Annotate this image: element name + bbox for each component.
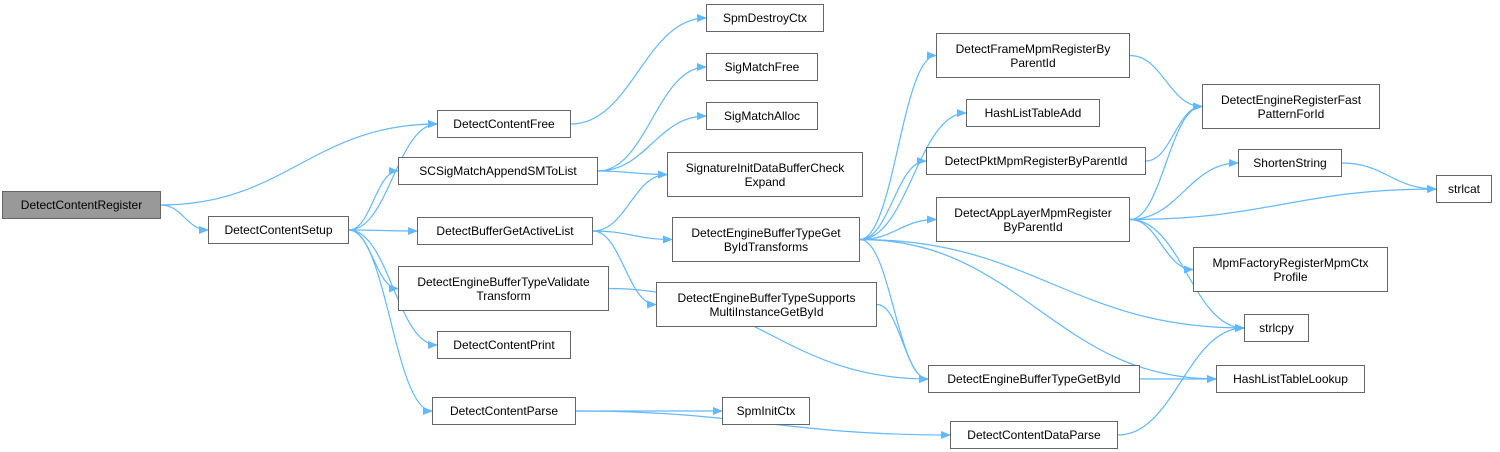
node-spm-destroy-ctx[interactable]: SpmDestroyCtx (706, 4, 824, 32)
edge-detect-content-register-to-detect-content-free (160, 120, 438, 206)
node-detect-pkt-mpm-register-by-parent-id[interactable]: DetectPktMpmRegisterByParentId (926, 147, 1146, 175)
node-label: MpmFactoryRegisterMpmCtx (1212, 255, 1369, 270)
node-label: DetectContentSetup (224, 223, 333, 237)
edge-detect-content-setup-to-detect-content-free (348, 120, 438, 231)
node-shorten-string[interactable]: ShortenString (1238, 149, 1342, 177)
node-label: HashListTableLookup (1233, 372, 1348, 386)
node-label: DetectAppLayerMpmRegister (954, 205, 1112, 220)
edge-detect-content-setup-to-detect-buffer-get-active-list (348, 226, 418, 235)
edge-detect-engine-buffer-type-get-by-id-transforms-to-strlcpy (859, 238, 1245, 332)
edge-detect-frame-mpm-register-by-parent-id-to-detect-engine-register-fast-pattern-for-id (1129, 54, 1203, 111)
edge-detect-engine-buffer-type-get-by-id-transforms-to-hash-list-table-lookup (859, 238, 1217, 383)
node-detect-content-setup[interactable]: DetectContentSetup (208, 216, 349, 244)
node-label: SCSigMatchAppendSMToList (419, 164, 577, 178)
node-label: DetectEngineBufferTypeGetById (947, 372, 1121, 386)
edge-detect-engine-buffer-type-supports-multi-instance-get-by-id-to-detect-engine-buffer-type-get-by-id (876, 303, 929, 383)
node-detect-content-free[interactable]: DetectContentFree (437, 110, 571, 138)
node-sig-match-free[interactable]: SigMatchFree (706, 53, 818, 81)
edge-detect-buffer-get-active-list-to-detect-engine-buffer-type-supports-multi-instance-get-by-id (592, 230, 657, 309)
node-label: DetectContentPrint (453, 338, 555, 352)
node-label: SigMatchAlloc (723, 109, 801, 123)
edge-detect-content-setup-to-sc-sig-match-append-sm-to-list (348, 167, 399, 231)
node-label: DetectContentRegister (20, 198, 143, 212)
node-label: ParentId (1010, 55, 1056, 70)
node-label: HashListTableAdd (984, 106, 1082, 120)
edge-detect-app-layer-mpm-register-by-parent-id-to-mpm-factory-register-mpm-ctx-profile (1129, 218, 1194, 274)
edge-detect-app-layer-mpm-register-by-parent-id-to-shorten-string (1129, 159, 1239, 221)
edge-detect-buffer-get-active-list-to-signature-init-data-buffer-check-expand (592, 170, 668, 232)
node-label: strlcat (1447, 182, 1480, 196)
node-label: SpmInitCtx (736, 404, 796, 418)
edge-detect-content-free-to-spm-destroy-ctx (570, 14, 707, 125)
node-label: DetectPktMpmRegisterByParentId (944, 154, 1128, 168)
node-detect-content-parse[interactable]: DetectContentParse (432, 397, 576, 425)
node-label: DetectFrameMpmRegisterBy (955, 41, 1111, 56)
node-label: Expand (744, 174, 786, 189)
node-hash-list-table-add[interactable]: HashListTableAdd (966, 99, 1100, 127)
node-label: strlcpy (1259, 321, 1294, 335)
edge-shorten-string-to-strlcat (1341, 162, 1437, 193)
node-label: PatternForId (1257, 106, 1325, 121)
edge-detect-app-layer-mpm-register-by-parent-id-to-detect-engine-register-fast-pattern-for-id (1129, 102, 1203, 221)
edge-detect-buffer-get-active-list-to-detect-engine-buffer-type-get-by-id-transforms (592, 230, 673, 244)
node-label: SignatureInitDataBufferCheck (685, 160, 845, 175)
node-label: ShortenString (1253, 156, 1327, 170)
edge-detect-engine-buffer-type-get-by-id-transforms-to-detect-pkt-mpm-register-by-parent-id (859, 157, 927, 241)
node-label: Profile (1273, 269, 1308, 284)
node-strlcat[interactable]: strlcat (1436, 175, 1492, 203)
edge-sc-sig-match-append-sm-to-list-to-signature-init-data-buffer-check-expand (597, 170, 668, 179)
edge-detect-content-register-to-detect-content-setup (160, 204, 209, 234)
edge-detect-engine-buffer-type-get-by-id-transforms-to-hash-list-table-add (859, 109, 967, 241)
edge-detect-engine-buffer-type-get-by-id-transforms-to-detect-frame-mpm-register-by-parent-id (859, 51, 937, 241)
node-label: SpmDestroyCtx (722, 11, 808, 25)
node-label: Transform (476, 288, 531, 303)
node-strlcpy[interactable]: strlcpy (1244, 314, 1309, 342)
node-label: DetectContentDataParse (967, 428, 1101, 442)
edge-detect-pkt-mpm-register-by-parent-id-to-detect-engine-register-fast-pattern-for-id (1145, 102, 1203, 162)
edge-detect-content-data-parse-to-strlcpy (1117, 324, 1245, 436)
edge-detect-content-setup-to-detect-engine-buffer-type-validate-transform (348, 229, 399, 293)
edge-detect-content-setup-to-detect-content-print (348, 229, 438, 349)
node-detect-content-print[interactable]: DetectContentPrint (437, 331, 571, 359)
edge-detect-app-layer-mpm-register-by-parent-id-to-strlcat (1129, 185, 1437, 221)
node-label: SigMatchFree (724, 60, 800, 74)
node-label: DetectEngineBufferTypeSupports (677, 290, 856, 305)
node-label: DetectContentParse (449, 404, 559, 418)
edge-sc-sig-match-append-sm-to-list-to-sig-match-free (597, 63, 707, 172)
edge-detect-app-layer-mpm-register-by-parent-id-to-strlcpy (1129, 218, 1245, 332)
node-label: DetectContentFree (453, 117, 555, 131)
edge-detect-content-setup-to-detect-content-parse (348, 229, 433, 415)
node-label: ByIdTransforms (723, 239, 809, 254)
node-sc-sig-match-append-sm-to-list[interactable]: SCSigMatchAppendSMToList (398, 157, 598, 185)
node-detect-engine-buffer-type-get-by-id[interactable]: DetectEngineBufferTypeGetById (928, 365, 1140, 393)
node-label: DetectEngineRegisterFast (1220, 92, 1362, 107)
node-spm-init-ctx[interactable]: SpmInitCtx (722, 397, 810, 425)
node-label: DetectEngineBufferTypeGet (691, 225, 841, 240)
edge-detect-engine-buffer-type-get-by-id-transforms-to-detect-app-layer-mpm-register-by-parent-id (859, 215, 937, 241)
node-hash-list-table-lookup[interactable]: HashListTableLookup (1216, 365, 1365, 393)
node-detect-content-data-parse[interactable]: DetectContentDataParse (950, 421, 1118, 449)
node-label: ByParentId (1003, 219, 1063, 234)
node-detect-buffer-get-active-list[interactable]: DetectBufferGetActiveList (417, 217, 593, 245)
node-detect-content-register: DetectContentRegister (2, 191, 161, 219)
edge-sc-sig-match-append-sm-to-list-to-sig-match-alloc (597, 112, 707, 172)
node-label: MultiInstanceGetById (709, 304, 824, 319)
node-sig-match-alloc[interactable]: SigMatchAlloc (706, 102, 818, 130)
node-label: DetectBufferGetActiveList (436, 224, 574, 238)
node-label: DetectEngineBufferTypeValidate (417, 274, 590, 289)
